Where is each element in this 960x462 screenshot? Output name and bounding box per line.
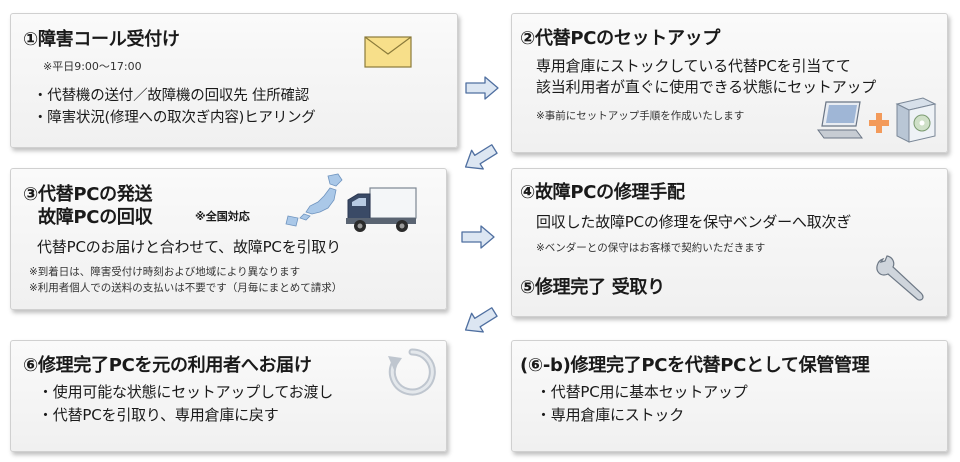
arrow-step3-to-step4 (461, 225, 495, 249)
step2-box (511, 13, 948, 153)
step1-title: ①障害コール受付け (23, 29, 180, 50)
envelope-icon (364, 36, 412, 68)
arrow-step4-to-step6 (464, 307, 498, 333)
step4-note: ※ベンダーとの保守はお客様で契約いただきます (536, 242, 766, 254)
step1-box (10, 13, 458, 148)
truck-icon (346, 187, 417, 232)
step4-body: 回収した故障PCの修理を保守ベンダーへ取次ぎ (536, 213, 852, 231)
step3-body: 代替PCのお届けと合わせて、故障PCを引取り (37, 238, 341, 256)
step4-title: ④故障PCの修理手配 (520, 182, 685, 203)
step3-title-line1: ③代替PCの発送 (23, 184, 153, 205)
step6-bullet-2: ・代替PCを引取り、専用倉庫に戻す (38, 406, 279, 424)
step2-title: ②代替PCのセットアップ (520, 28, 721, 49)
step5-title: ⑤修理完了 受取り (520, 277, 665, 298)
step6b-bullet-1: ・代替PC用に基本セットアップ (536, 383, 748, 401)
arrow-step1-to-step2 (465, 76, 499, 100)
step4-box (511, 168, 948, 317)
wrench-icon (876, 255, 924, 301)
step6b-title: (⑥-b)修理完了PCを代替PCとして保管管理 (520, 355, 870, 376)
step3-note-1: ※到着日は、障害受付け時刻および地域により異なります (29, 266, 301, 278)
step2-line-2: 該当利用者が直ぐに使用できる状態にセットアップ (536, 78, 877, 96)
step6-bullet-1: ・使用可能な状態にセットアップしてお渡し (38, 383, 334, 401)
step3-title-line2: 故障PCの回収 (38, 207, 153, 228)
laptop-icon (817, 101, 863, 139)
step1-bullet-1: ・代替機の送付／故障機の回収先 住所確認 (33, 88, 310, 104)
step1-bullet-2: ・障害状況(修理への取次ぎ内容)ヒアリング (33, 110, 316, 126)
step3-note-2: ※利用者個人での送料の支払いは不要です（月毎にまとめて請求） (29, 282, 343, 294)
step6-box (10, 340, 447, 452)
step1-hours: ※平日9:00～17:00 (43, 60, 142, 73)
step3-badge: ※全国対応 (195, 210, 250, 223)
japan-map-icon (285, 173, 343, 227)
step6b-box (511, 340, 948, 452)
step2-line-1: 専用倉庫にストックしている代替PCを引当てて (536, 57, 851, 75)
step6b-bullet-2: ・専用倉庫にストック (536, 406, 685, 424)
plus-icon (869, 113, 889, 133)
step2-note: ※事前にセットアップ手順を作成いたします (536, 110, 745, 122)
software-box-icon (895, 97, 937, 143)
step6-title: ⑥修理完了PCを元の利用者へお届け (23, 355, 312, 376)
arrow-step2-to-step3 (464, 144, 498, 170)
refresh-icon (388, 348, 436, 396)
